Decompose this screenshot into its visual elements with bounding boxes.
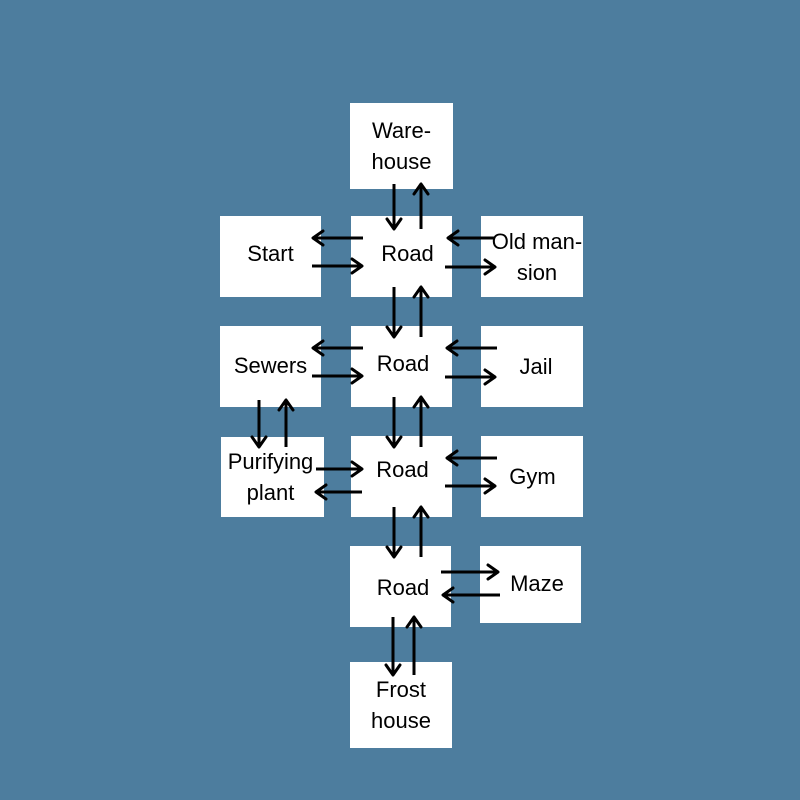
node-label-jail: Jail xyxy=(519,354,553,379)
node-road-2: Road xyxy=(351,326,452,407)
node-label-start: Start xyxy=(247,241,294,266)
node-road-1: Road xyxy=(351,216,452,297)
node-road-4: Road xyxy=(350,546,451,627)
node-label-purifying-plant: Purifying plant xyxy=(227,449,314,505)
node-label-sewers: Sewers xyxy=(233,353,308,378)
node-maze: Maze xyxy=(480,546,581,623)
node-label-road-2: Road xyxy=(376,351,430,376)
node-old-mansion: Old man- sion xyxy=(481,216,583,297)
node-start: Start xyxy=(220,216,321,297)
node-gym: Gym xyxy=(481,436,583,517)
node-label-road-1: Road xyxy=(381,241,434,266)
node-warehouse: Ware- house xyxy=(350,103,453,189)
node-jail: Jail xyxy=(481,326,583,407)
node-label-frost-house: Frost house xyxy=(371,677,431,733)
node-label-road-4: Road xyxy=(376,574,430,600)
node-label-old-mansion: Old man- sion xyxy=(491,228,583,285)
node-label-gym: Gym xyxy=(509,464,556,489)
node-sewers: Sewers xyxy=(220,326,321,407)
node-purifying-plant: Purifying plant xyxy=(221,437,324,517)
node-label-maze: Maze xyxy=(510,571,564,596)
node-frost-house: Frost house xyxy=(350,662,452,748)
node-road-3: Road xyxy=(351,436,452,517)
node-label-road-3: Road xyxy=(376,457,429,482)
node-label-warehouse: Ware- house xyxy=(371,118,432,174)
